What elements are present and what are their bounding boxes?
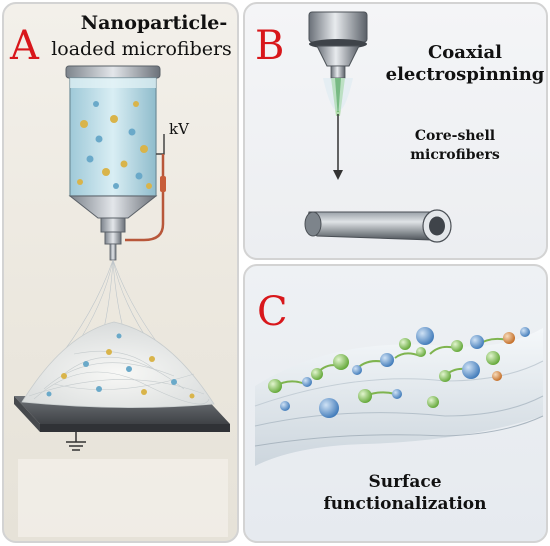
- mat-particles: [46, 333, 195, 399]
- fiber-mat: [21, 321, 215, 408]
- panel-c-caption-line1: Surface: [368, 472, 442, 492]
- needle: [109, 243, 117, 261]
- panel-b-letter: B: [255, 23, 285, 69]
- ground-symbol: [66, 432, 86, 451]
- syringe-taper: [68, 195, 158, 219]
- panel-b-subtitle-line1: Core-shell: [414, 128, 496, 144]
- core-flow: [335, 78, 341, 112]
- panel-a-letter: A: [10, 23, 39, 69]
- panel-a: A Nanoparticle- loaded microfibers kV: [2, 2, 239, 543]
- fiber-mesh: [28, 350, 210, 405]
- syringe-cap: [65, 65, 161, 79]
- panel-b-title-line2: electrospinning: [385, 64, 545, 85]
- panel-a-title-line1: Nanoparticle-: [80, 12, 228, 34]
- core-shell-fiber: [307, 211, 438, 241]
- voltage-label: kV: [169, 120, 189, 138]
- functional-groups: [268, 327, 530, 418]
- panel-c-letter: C: [257, 289, 288, 335]
- coaxial-illustration: [304, 11, 452, 243]
- panel-b-subtitle-line2: microfibers: [410, 147, 500, 163]
- surface-functionalization-illustration: [254, 327, 544, 466]
- syringe-barrel: [69, 77, 157, 197]
- panel-c: C Surface functionalization: [243, 264, 548, 543]
- syringe-particles: [77, 101, 152, 189]
- panel-a-title-line2: loaded microfibers: [51, 38, 232, 60]
- panel-b: B Coaxial electrospinning Core-shell mic…: [243, 2, 548, 260]
- coaxial-nozzle: [308, 11, 368, 43]
- electrospinning-illustration: [14, 65, 230, 537]
- panel-c-caption-line2: functionalization: [323, 494, 487, 514]
- panel-b-title-line1: Coaxial: [427, 42, 503, 63]
- voltage-wire: [125, 154, 165, 242]
